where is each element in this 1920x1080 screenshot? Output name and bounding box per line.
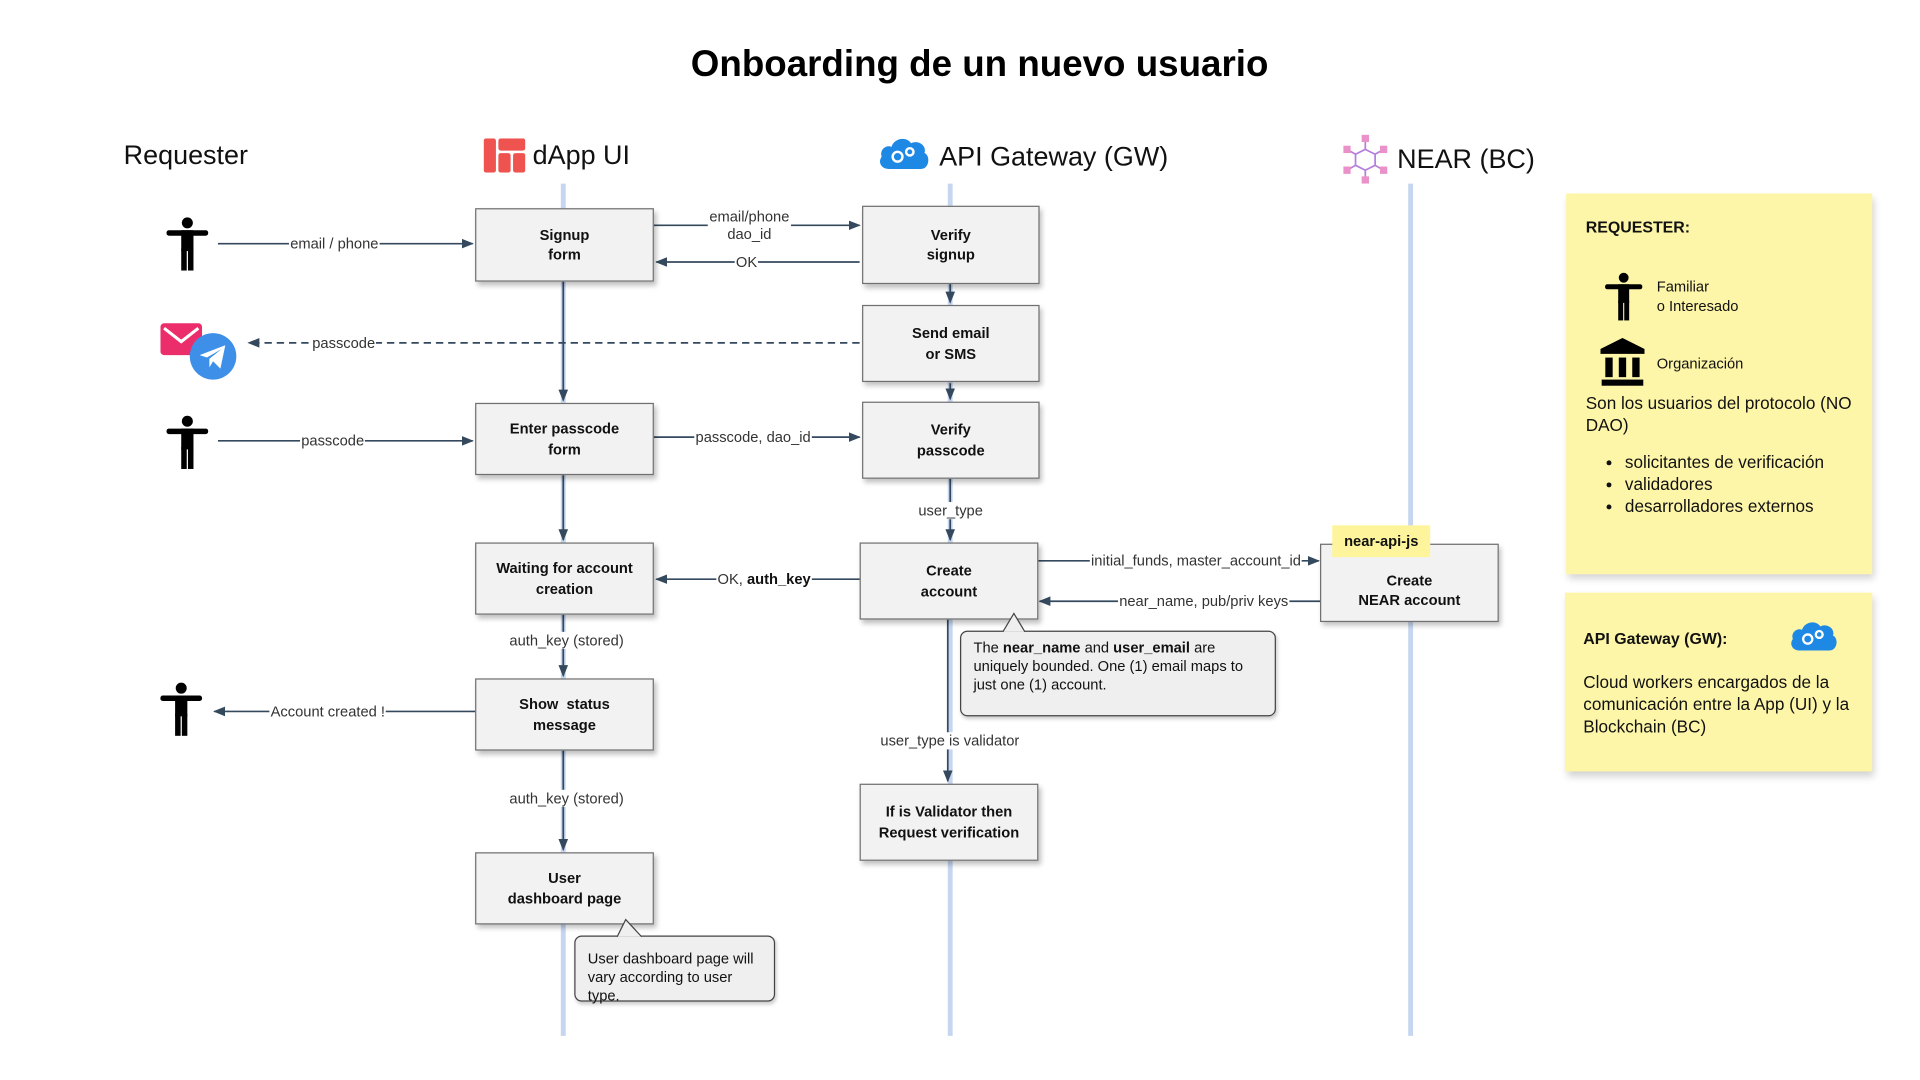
edge-label-ok-authkey: OK, auth_key [716, 570, 812, 588]
node-line: User [548, 869, 581, 887]
legend-heading: API Gateway (GW): [1583, 629, 1728, 648]
note-text: The [973, 639, 1003, 657]
node-line: Enter passcode [509, 420, 620, 438]
node-line: Create [1386, 571, 1433, 589]
edge-label-passcode-daoid: passcode, dao_id [694, 428, 812, 446]
edge-label-text: OK, [717, 570, 747, 588]
node-line: Signup [539, 226, 590, 244]
edge-label-auth-key-stored: auth_key (stored) [508, 789, 625, 807]
node-line: Waiting for account [496, 559, 633, 578]
edge-label-account-created: Account created ! [269, 702, 387, 721]
legend-list-item: validadores [1625, 473, 1824, 495]
node-line: dashboard page [507, 889, 622, 907]
note-text: and [1080, 639, 1114, 657]
node-line: Create [926, 562, 972, 580]
edge-label-ok: OK [734, 253, 759, 271]
legend-organizacion: Organización [1656, 355, 1744, 373]
page-title: Onboarding de un nuevo usuario [690, 44, 1269, 85]
edge-label-line: email/phone [709, 208, 790, 226]
cloud-gear-icon [879, 138, 929, 169]
edge-label-user-type-validator: user_type is validator [879, 732, 1021, 750]
callout-pointer [616, 918, 643, 938]
node-line: passcode [916, 441, 985, 459]
edge-label-user-type: user_type [917, 502, 985, 520]
signup-form-node[interactable]: Signup form [475, 208, 654, 282]
person-icon [160, 682, 203, 736]
note-text: user_email [1113, 639, 1190, 657]
node-line: Verify [930, 226, 971, 244]
edge-label-auth-key-stored: auth_key (stored) [508, 631, 625, 649]
near-name-note: The near_name and user_email are uniquel… [960, 630, 1276, 717]
node-line: If is Validator then [885, 803, 1013, 821]
legend-list-item: solicitantes de verificación [1625, 451, 1824, 473]
app-grid-icon [483, 138, 526, 173]
dashboard-note: User dashboard page will vary according … [574, 935, 776, 1004]
lane-label-dapp: dApp UI [532, 139, 631, 171]
edge-label-passcode-out: passcode [311, 334, 377, 352]
lane-label-requester: Requester [123, 139, 248, 171]
legend-list-item: desarrolladores externos [1625, 495, 1824, 517]
lane-label-near: NEAR (BC) [1397, 143, 1535, 174]
near-api-js-tag: near-api-js [1332, 525, 1431, 558]
lane-label-gateway: API Gateway (GW) [939, 140, 1169, 172]
node-line: Send email [912, 324, 990, 343]
edge-label-email-phone: email / phone [288, 235, 380, 253]
legend-list: solicitantes de verificaciónvalidadoresd… [1583, 451, 1824, 517]
edge-label-line: dao_id [727, 225, 772, 243]
legend-description: Son los usuarios del protocolo (NO DAO) [1585, 393, 1852, 435]
node-line: account [920, 582, 978, 600]
node-line: Verify [930, 421, 971, 439]
node-line: creation [535, 579, 594, 597]
edge-label-text: auth_key [746, 570, 811, 588]
node-line: Show status [519, 695, 610, 714]
node-line: NEAR account [1358, 591, 1461, 609]
blockchain-cubes-icon [1343, 134, 1388, 184]
edge-label-initial-funds: initial_funds, master_account_id [1089, 552, 1303, 570]
legend-gateway: API Gateway (GW): Cloud workers encargad… [1564, 592, 1873, 772]
legend-familiar-line: o Interesado [1656, 297, 1739, 315]
node-line: signup [926, 246, 975, 264]
cloud-gear-icon [1791, 622, 1837, 651]
legend-description: Cloud workers encargados de la comunicac… [1583, 672, 1850, 736]
node-line: or SMS [925, 344, 977, 362]
node-line: Request verification [878, 823, 1020, 841]
verify-signup-node[interactable]: Verify signup [862, 205, 1040, 285]
email-telegram-icon [160, 323, 237, 380]
person-icon [166, 415, 209, 469]
node-line: form [548, 440, 581, 458]
note-text: are uniquely bounded. One (1) email maps… [973, 639, 1248, 694]
person-icon [166, 217, 209, 271]
enter-passcode-node[interactable]: Enter passcode form [475, 402, 654, 476]
note-text: near_name [1002, 639, 1081, 657]
legend-heading: REQUESTER: [1585, 217, 1691, 237]
node-line: message [533, 715, 596, 733]
create-account-node[interactable]: Create account [859, 542, 1039, 620]
institution-icon [1600, 337, 1645, 386]
legend-familiar-line: Familiar [1656, 277, 1710, 296]
user-dashboard-node[interactable]: User dashboard page [475, 852, 654, 925]
edge-label-near-keys: near_name, pub/priv keys [1117, 592, 1290, 610]
person-icon [1605, 272, 1643, 321]
edge-label-passcode-in: passcode [300, 432, 366, 450]
verify-passcode-node[interactable]: Verify passcode [862, 401, 1040, 479]
callout-pointer [1002, 612, 1026, 633]
node-line: form [548, 246, 581, 264]
